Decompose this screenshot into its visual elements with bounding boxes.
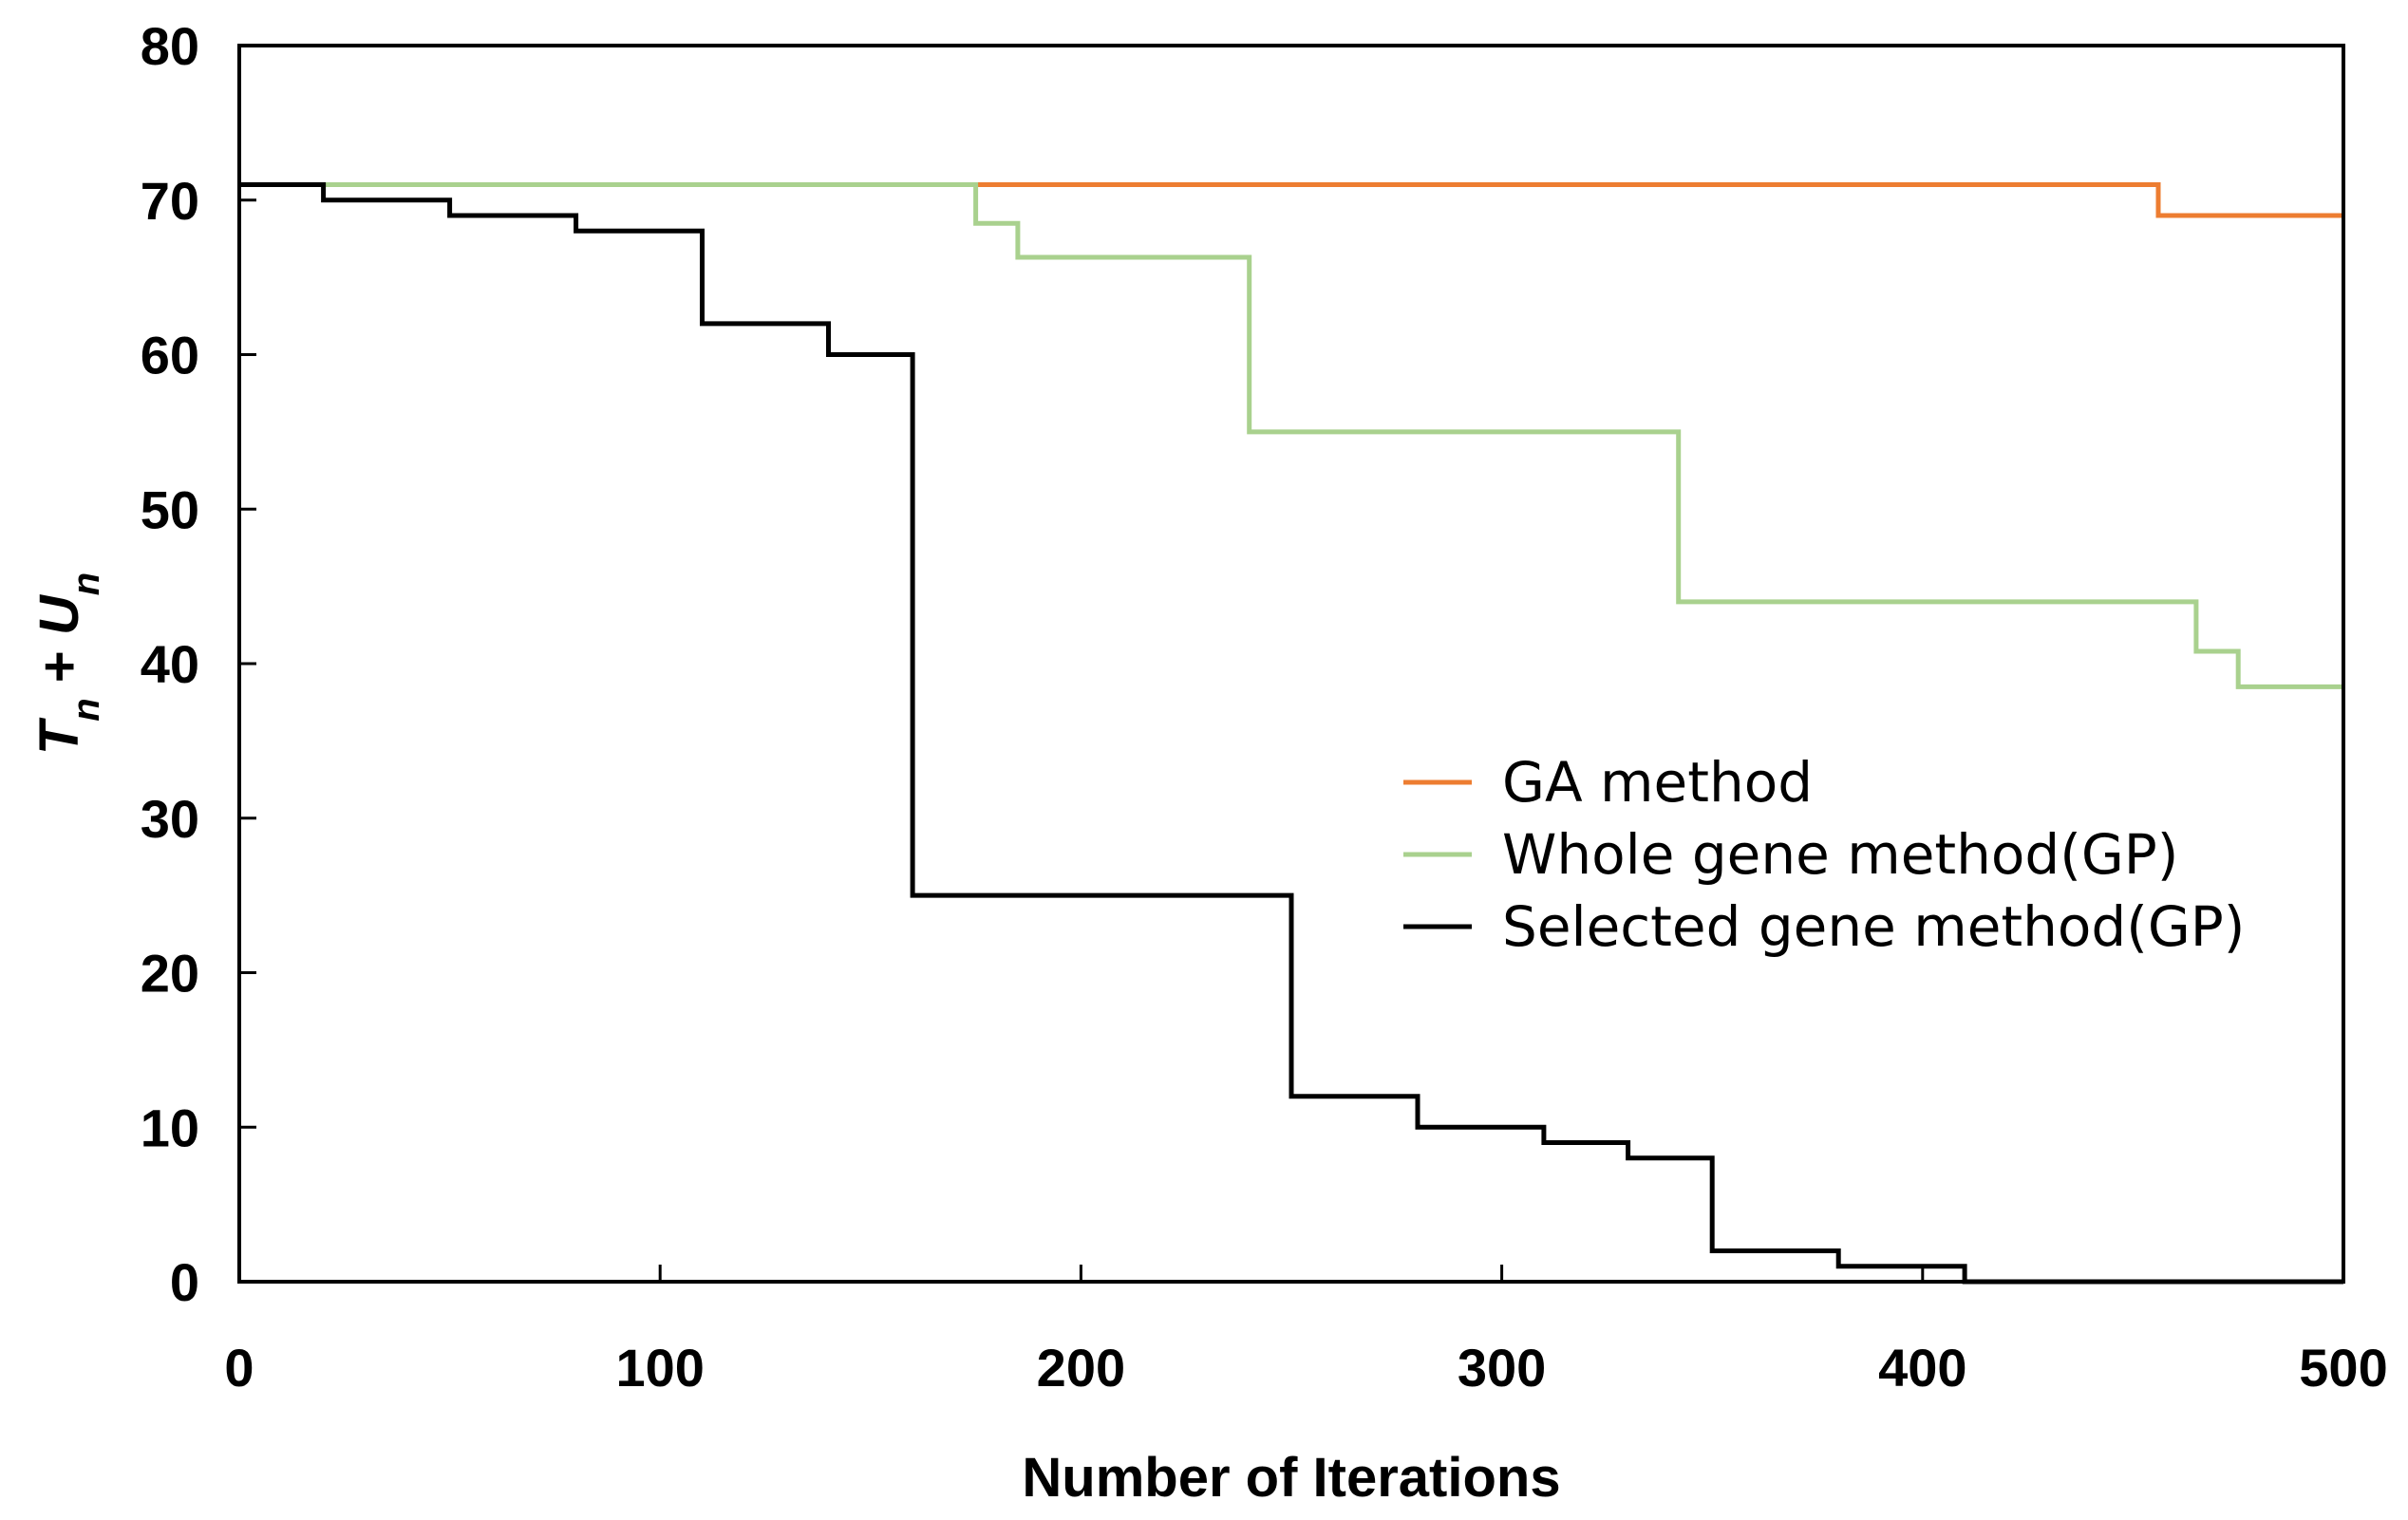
y-axis-title-sub-n2: n <box>66 572 107 595</box>
y-tick-label: 0 <box>170 1252 199 1312</box>
x-axis-title: Number of Iterations <box>1022 1447 1560 1509</box>
x-tick-label: 200 <box>1037 1338 1125 1398</box>
y-tick-label: 60 <box>141 326 199 385</box>
y-tick-label: 80 <box>141 16 199 76</box>
series-line-2 <box>239 182 2343 689</box>
x-tick-label: 100 <box>615 1338 704 1398</box>
y-tick-label: 70 <box>141 171 199 231</box>
y-tick-label: 30 <box>141 789 199 849</box>
y-tick-label: 10 <box>141 1098 199 1157</box>
x-tick-label: 0 <box>224 1338 254 1398</box>
legend-label-1: GA method <box>1502 750 1813 815</box>
y-axis-title-t: T <box>28 717 90 755</box>
legend-label-3: Selected gene method(GP) <box>1502 894 2245 959</box>
y-axis-title-plus: + <box>28 635 90 698</box>
y-axis-title: Tn + Un <box>28 572 107 755</box>
x-tick-label: 500 <box>2299 1338 2387 1398</box>
legend-label-2: Whole gene method(GP) <box>1502 822 2178 887</box>
x-tick-label: 400 <box>1878 1338 1966 1398</box>
series-line-1 <box>239 182 2343 218</box>
series-layer <box>239 182 2343 1285</box>
x-axis-ticks: 0 100 200 300 400 500 <box>224 1265 2388 1398</box>
y-axis-ticks: 0 10 20 30 40 50 60 70 80 <box>141 16 256 1312</box>
y-tick-label: 20 <box>141 944 199 1004</box>
y-axis-title-u: U <box>28 593 90 635</box>
series-line-3 <box>239 182 2343 1285</box>
x-tick-label: 300 <box>1458 1338 1546 1398</box>
y-axis-title-sub-n: n <box>66 698 107 721</box>
y-tick-label: 50 <box>141 479 199 539</box>
y-tick-label: 40 <box>141 634 199 694</box>
